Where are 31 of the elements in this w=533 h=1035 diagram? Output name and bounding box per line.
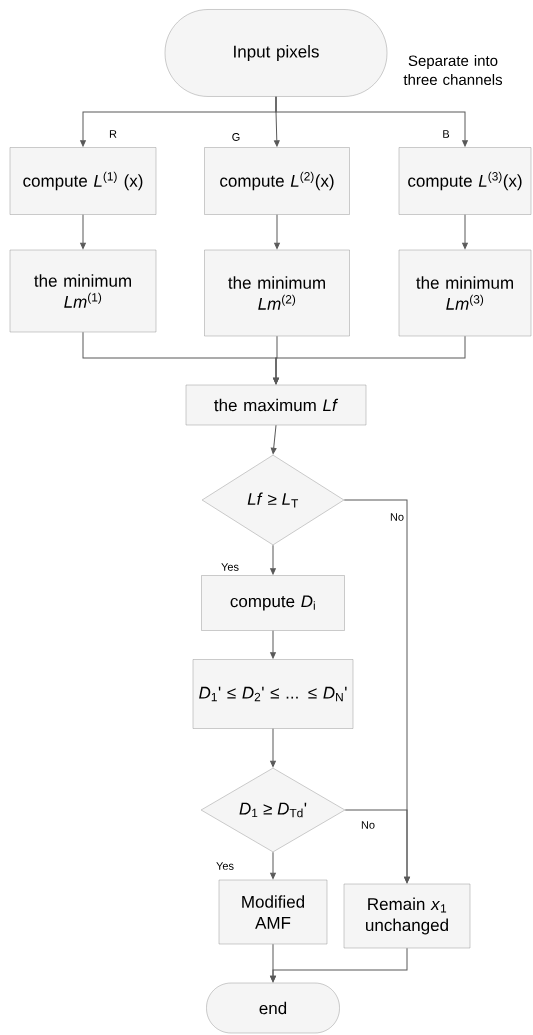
process-box: compute L$^{(2)}$(x)	[204, 147, 350, 215]
process-box: Modified AMF	[218, 879, 328, 945]
edge-label: Yes	[215, 861, 235, 871]
arrow	[275, 96, 468, 147]
process-box: the maximum Lf	[185, 384, 367, 426]
process-box: Remain x$_{1}$ unchanged	[343, 883, 471, 949]
edge-label: No	[388, 512, 406, 522]
process-box: the minimum Lm$^{(1)}$	[9, 249, 157, 333]
edge-label: Yes	[220, 562, 240, 572]
arrow	[462, 214, 468, 250]
arrow	[344, 809, 410, 884]
process-box: the minimum Lm$^{(3)}$	[398, 249, 532, 337]
process-box: compute L$^{(3)}$(x)	[398, 147, 532, 215]
process-box: compute L$^{(1)}$ (x)	[9, 147, 157, 215]
edge-label: No	[359, 820, 377, 830]
arrow	[273, 335, 466, 385]
arrow	[270, 544, 276, 575]
arrow	[270, 630, 276, 659]
arrow	[270, 851, 276, 880]
process-box: D$_{1}$' ≤ D$_{2}$' ≤ ... ≤ D$_{N}$'	[192, 659, 354, 729]
arrow	[80, 214, 86, 250]
arrow	[270, 947, 408, 983]
node-caption: Separate into three channels	[403, 55, 503, 85]
edge-label: R	[108, 129, 118, 139]
process-box: the minimum Lm$^{(2)}$	[204, 249, 350, 337]
process-box: compute D$_{i}$	[201, 575, 345, 631]
arrow	[270, 728, 276, 768]
edge-label: G	[230, 132, 242, 142]
arrow	[270, 424, 277, 455]
edge-label: B	[441, 129, 451, 139]
arrow	[274, 214, 280, 250]
